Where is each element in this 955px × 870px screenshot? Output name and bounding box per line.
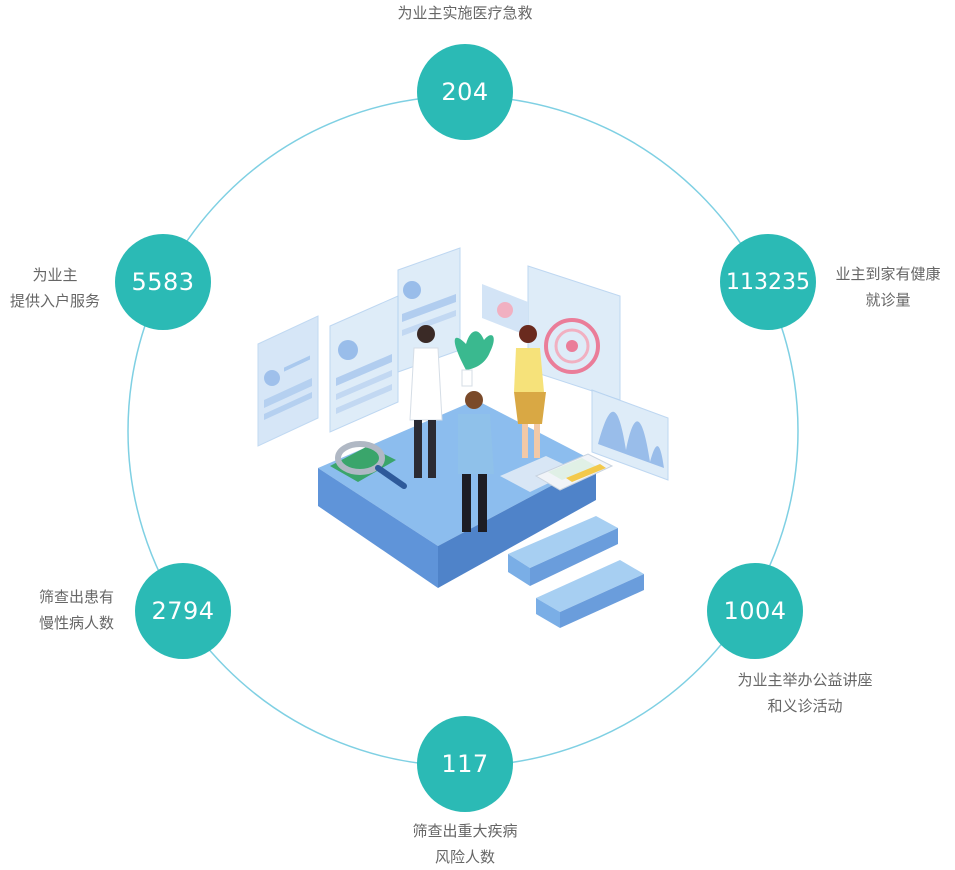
stat-circle-chronic: 2794 (135, 563, 231, 659)
stat-label-line: 慢性病人数 (38, 614, 114, 632)
stat-circle-in-home-service: 5583 (115, 234, 211, 330)
stat-label-line: 筛查出患有 (38, 588, 114, 606)
floating-panel-wave (591, 389, 669, 481)
stat-circle-lectures: 1004 (707, 563, 803, 659)
stat-label-chronic: 筛查出患有 慢性病人数 (0, 584, 114, 636)
stat-label-line: 为业主 (32, 266, 78, 284)
stat-label-emergency: 为业主实施医疗急救 (365, 0, 565, 26)
stat-label-line: 提供入户服务 (9, 292, 100, 310)
stat-circle-major-risk: 117 (417, 716, 513, 812)
calculator-icon (500, 453, 614, 492)
stat-circle-emergency: 204 (417, 44, 513, 140)
man-figure (458, 391, 494, 532)
stat-label-line: 风险人数 (434, 848, 495, 866)
doctor-figure (409, 325, 443, 478)
floating-card-left (257, 315, 319, 447)
stat-label-major-risk: 筛查出重大疾病 风险人数 (365, 818, 565, 870)
stat-label-line: 为业主实施医疗急救 (397, 4, 533, 22)
magnifier-icon (330, 441, 407, 489)
stat-label-line: 和义诊活动 (767, 697, 843, 715)
stat-label-home-visits: 业主到家有健康 就诊量 (823, 261, 953, 313)
floating-card-mid (329, 295, 399, 433)
plant-icon (454, 331, 494, 387)
stat-label-in-home-service: 为业主 提供入户服务 (0, 262, 110, 314)
stat-label-line: 就诊量 (865, 291, 911, 309)
stat-circle-home-visits: 113235 (720, 234, 816, 330)
stat-label-line: 为业主举办公益讲座 (737, 671, 873, 689)
center-illustration (257, 247, 669, 628)
stat-label-lectures: 为业主举办公益讲座 和义诊活动 (705, 667, 905, 719)
floating-panel-chart (482, 265, 621, 401)
stat-label-line: 筛查出重大疾病 (412, 822, 518, 840)
woman-figure (514, 325, 546, 458)
stat-label-line: 业主到家有健康 (835, 265, 941, 283)
